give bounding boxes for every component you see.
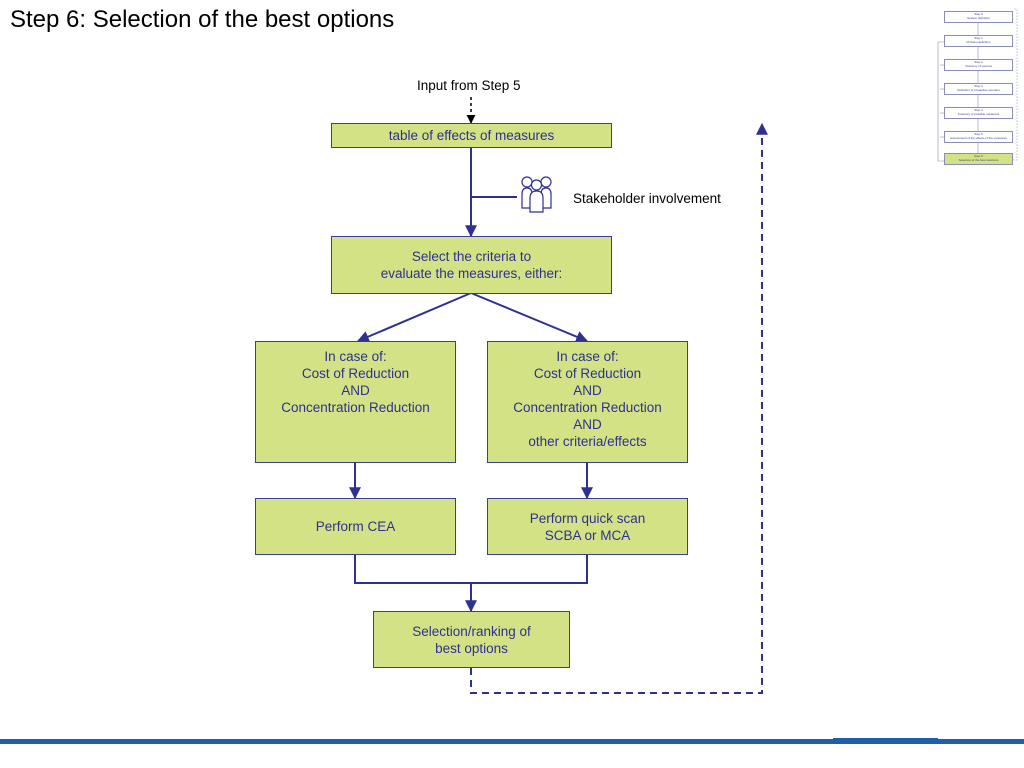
table-effects-box: table of effects of measures: [331, 123, 612, 148]
footer-bar: [0, 739, 1024, 744]
minimap-step-4: Step 4 Inventory of possible measures: [944, 107, 1013, 119]
stakeholder-label: Stakeholder involvement: [573, 191, 721, 206]
arrow-criteria-to-left: [356, 292, 472, 343]
minimap-connectors: [937, 8, 1018, 162]
feedback-loop: [470, 122, 768, 694]
input-label: Input from Step 5: [417, 78, 521, 93]
selection-box: Selection/ranking of best options: [373, 611, 570, 668]
minimap-step-0: Step 0 System definition: [944, 11, 1013, 23]
perform-cea-box: Perform CEA: [255, 498, 456, 555]
minimap-step-5: Step 5 Assessment of the effects of the …: [944, 131, 1013, 143]
case-left-box: In case of: Cost of Reduction AND Concen…: [255, 341, 456, 463]
minimap-step-2: Step 2 Inventory of sources: [944, 59, 1013, 71]
perform-scan-box: Perform quick scan SCBA or MCA: [487, 498, 688, 555]
people-group-icon: [521, 176, 552, 213]
select-criteria-box: Select the criteria to evaluate the meas…: [331, 236, 612, 294]
minimap-step-6: Step 6 Selection of the best solutions: [944, 153, 1013, 165]
merge-connector: [354, 555, 588, 584]
minimap-step-1: Step 1 Problem definition: [944, 35, 1013, 47]
minimap-step-3: Step 3 Definition of a baseline scenario: [944, 83, 1013, 95]
page-title: Step 6: Selection of the best options: [10, 6, 395, 33]
overview-minimap: Step 0 System definition Step 1 Problem …: [933, 3, 1021, 175]
arrow-criteria-to-right: [470, 292, 589, 343]
footer-bar-accent: [833, 738, 938, 740]
case-right-box: In case of: Cost of Reduction AND Concen…: [487, 341, 688, 463]
